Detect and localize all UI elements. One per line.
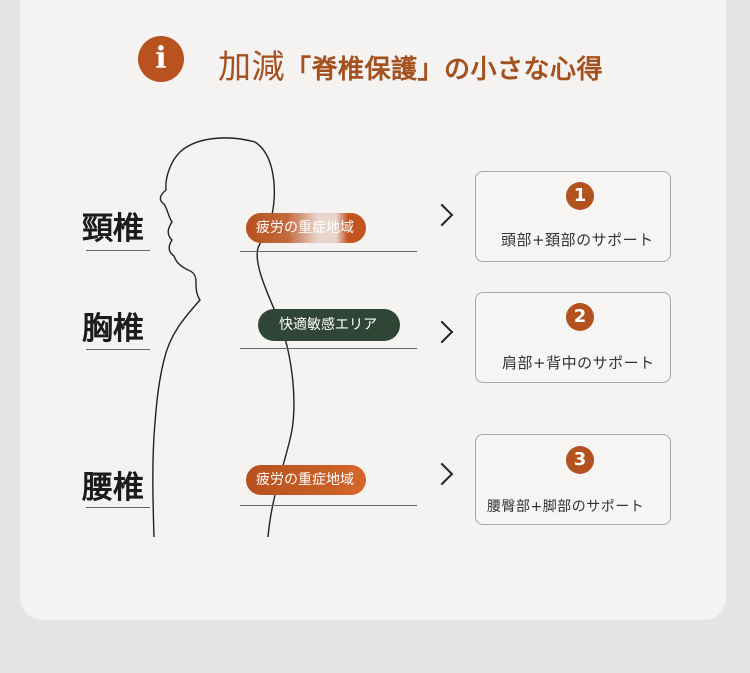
divider: [86, 250, 150, 251]
title-sub: 「脊椎保護」の小さな心得: [285, 55, 604, 85]
info-icon: i: [138, 36, 184, 82]
step-badge: 2: [566, 303, 594, 331]
divider: [86, 507, 150, 508]
status-pill: 快適敏感エリア: [258, 309, 400, 341]
status-pill: 疲労の重症地域: [246, 465, 366, 495]
divider: [240, 348, 417, 349]
title-main: 加減: [218, 47, 285, 86]
box-text: 腰臀部+脚部のサポート: [487, 499, 645, 515]
divider: [86, 349, 150, 350]
region-label: 腰椎: [82, 470, 144, 506]
page-title: 加減「脊椎保護」の小さな心得: [218, 40, 603, 88]
box-text: 肩部+背中のサポート: [502, 354, 655, 372]
divider: [240, 505, 417, 506]
status-pill: 疲労の重症地域: [246, 213, 366, 243]
step-badge: 1: [566, 182, 594, 210]
box-text: 頭部+頚部のサポート: [501, 231, 654, 249]
step-badge: 3: [566, 446, 594, 474]
region-label: 頸椎: [82, 211, 144, 247]
region-label: 胸椎: [82, 311, 144, 347]
divider: [240, 251, 417, 252]
header: i 加減「脊椎保護」の小さな心得: [0, 0, 750, 110]
